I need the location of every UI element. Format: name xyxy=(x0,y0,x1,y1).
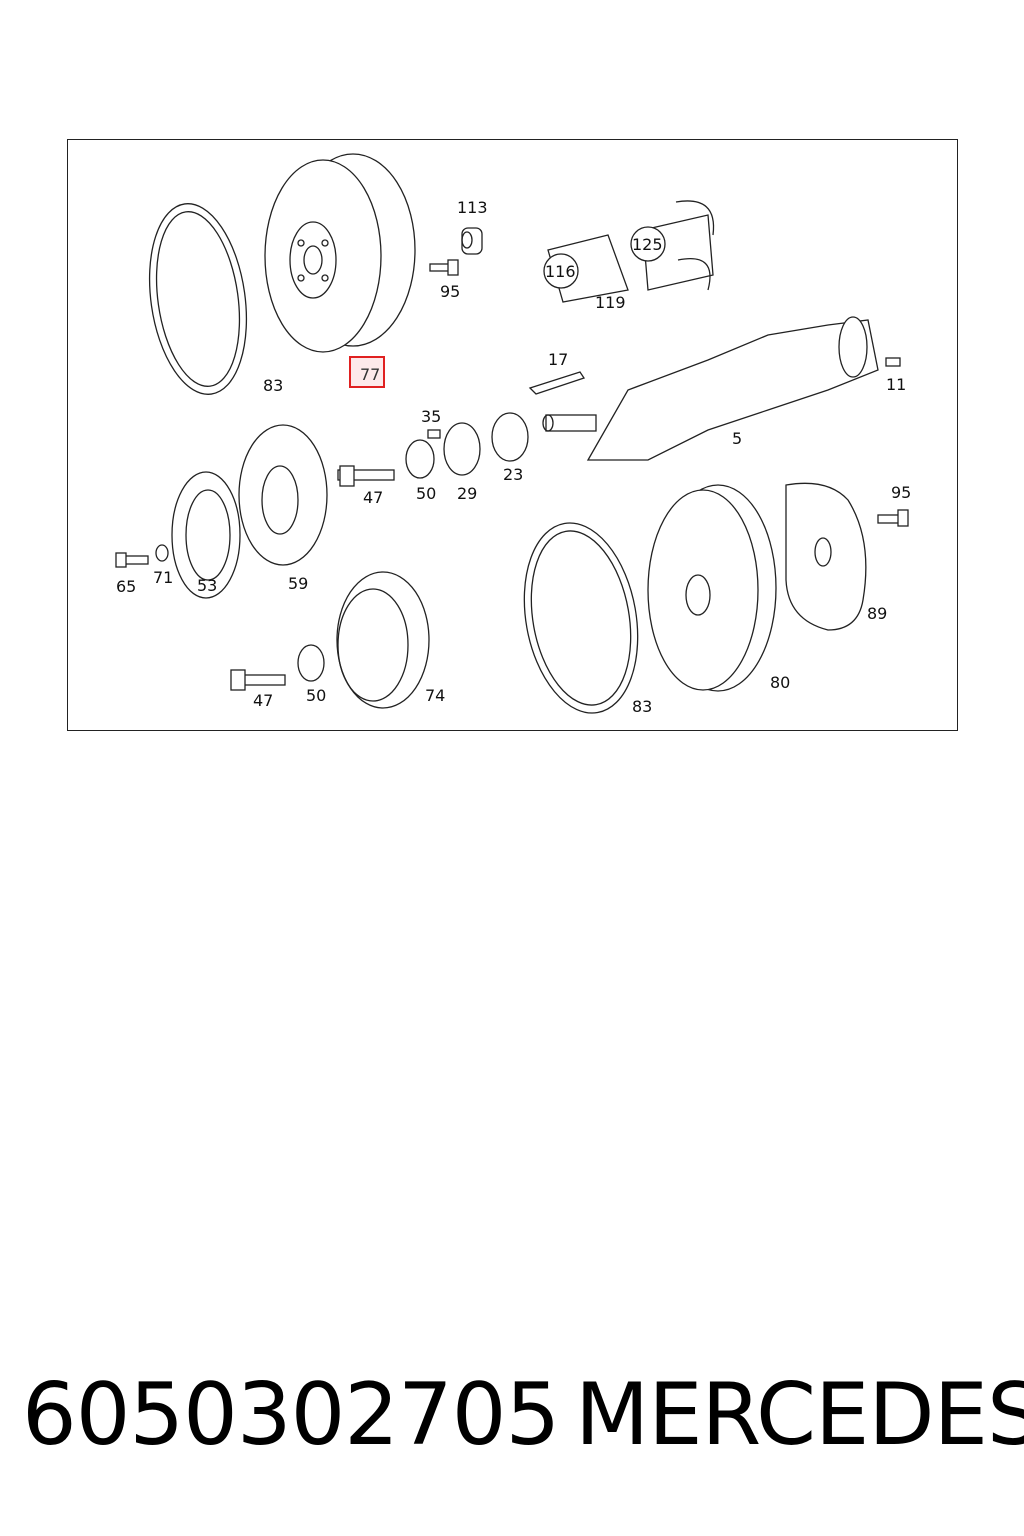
part-label-80[interactable]: 80 xyxy=(770,673,790,692)
part-label-17[interactable]: 17 xyxy=(548,350,568,369)
part-label-47-mid[interactable]: 47 xyxy=(363,488,383,507)
washer-50-mid xyxy=(405,439,435,479)
part-label-59[interactable]: 59 xyxy=(288,574,308,593)
part-label-95-top[interactable]: 95 xyxy=(440,282,460,301)
part-label-23[interactable]: 23 xyxy=(503,465,523,484)
part-label-35[interactable]: 35 xyxy=(421,407,441,426)
bearing-shells xyxy=(543,200,715,303)
washer-50-bottom xyxy=(297,644,325,682)
bolt-95-right xyxy=(877,509,909,527)
parts-diagram: 77 83 113 95 116 125 119 17 11 35 5 47 5… xyxy=(67,139,958,731)
pulley-53 xyxy=(171,471,241,599)
adapter-plate-89 xyxy=(785,482,867,631)
part-label-119[interactable]: 119 xyxy=(595,293,626,312)
part-label-89[interactable]: 89 xyxy=(867,604,887,623)
part-label-29[interactable]: 29 xyxy=(457,484,477,503)
gear-23 xyxy=(491,412,529,462)
part-label-47-bottom[interactable]: 47 xyxy=(253,691,273,710)
part-label-11[interactable]: 11 xyxy=(886,375,906,394)
part-label-77[interactable]: 77 xyxy=(360,365,380,384)
bolt-47-bottom xyxy=(230,669,286,691)
exploded-view-drawing: 77 83 113 95 116 125 119 17 11 35 5 47 5… xyxy=(115,153,911,716)
part-label-83-top[interactable]: 83 xyxy=(263,376,283,395)
bolt-113 xyxy=(461,227,483,255)
bolt-65 xyxy=(115,552,149,568)
part-label-113[interactable]: 113 xyxy=(457,198,488,217)
brand-name: MERCEDES xyxy=(575,1365,1024,1465)
part-label-5[interactable]: 5 xyxy=(732,429,742,448)
part-number: 6050302705 xyxy=(22,1365,560,1465)
washer-71 xyxy=(155,544,169,562)
crankshaft xyxy=(528,316,901,461)
part-label-50-bottom[interactable]: 50 xyxy=(306,686,326,705)
ring-gear-top xyxy=(148,203,248,395)
vibration-damper xyxy=(264,153,416,353)
part-label-74[interactable]: 74 xyxy=(425,686,445,705)
part-label-83-bottom[interactable]: 83 xyxy=(632,697,652,716)
ring-gear-bottom xyxy=(523,522,639,714)
bolt-47-mid xyxy=(337,465,395,487)
bolt-95-top xyxy=(429,259,459,276)
part-label-50-mid[interactable]: 50 xyxy=(416,484,436,503)
part-label-53[interactable]: 53 xyxy=(197,576,217,595)
flexplate-80 xyxy=(647,484,777,692)
part-label-116[interactable]: 116 xyxy=(545,262,576,281)
pulley-59 xyxy=(238,424,328,566)
part-label-125[interactable]: 125 xyxy=(632,235,663,254)
highlight-box-77 xyxy=(349,356,385,388)
seal-29 xyxy=(443,422,481,476)
part-label-95-right[interactable]: 95 xyxy=(891,483,911,502)
damper-74 xyxy=(336,571,430,709)
pin-35 xyxy=(427,429,441,439)
part-label-71[interactable]: 71 xyxy=(153,568,173,587)
part-label-65[interactable]: 65 xyxy=(116,577,136,596)
footer-caption: 6050302705 MERCEDES xyxy=(0,1365,1024,1475)
